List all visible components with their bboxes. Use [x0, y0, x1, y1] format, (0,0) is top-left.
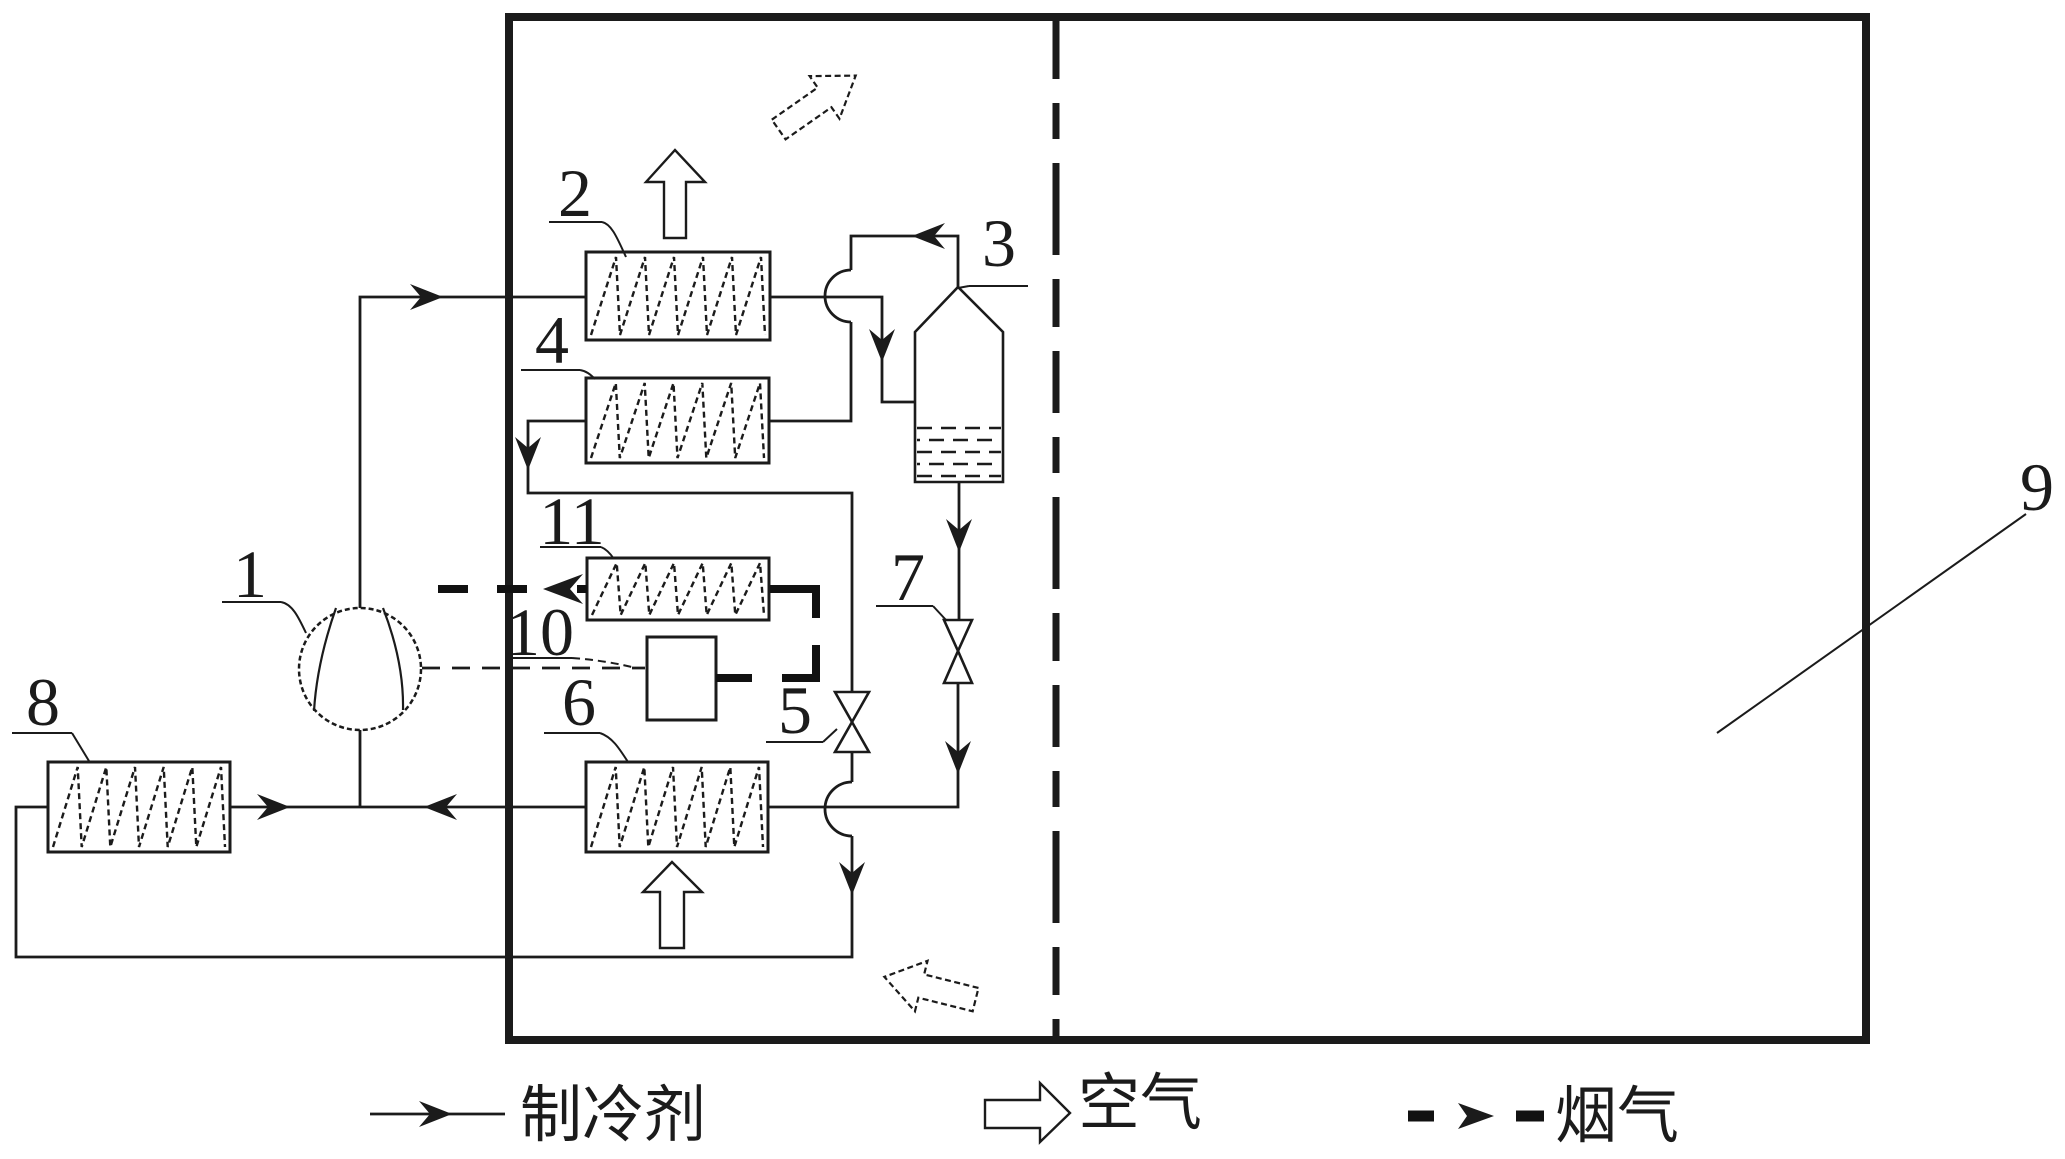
air-up-arrow-top	[643, 148, 708, 240]
flue-dash-riser	[782, 645, 820, 682]
label7-leader	[932, 605, 947, 621]
label6-leader	[599, 732, 629, 763]
legend: 制冷剂 空气 烟气	[370, 1070, 1679, 1151]
hx6-evaporator	[584, 760, 770, 854]
separator-vapor-line	[849, 234, 960, 288]
valve5-upper-triangle	[832, 690, 872, 725]
air-diagonal-arrow-bottom	[882, 959, 980, 1014]
hx4-coil-pattern	[589, 382, 766, 459]
label2-leader	[601, 221, 627, 258]
component-labels: 1 2 3 4 5 6 7 8 9 10 11	[12, 155, 2054, 763]
flow-arrow-hx6-out	[424, 794, 457, 820]
separator-liquid-level	[917, 426, 1001, 478]
flow-arrow-separator-top	[912, 223, 945, 249]
hx2-condenser	[584, 250, 772, 342]
air-up-arrow-bottom	[640, 860, 705, 950]
hx2-coil-pattern	[589, 256, 767, 336]
air-flow-arrows	[640, 74, 980, 1014]
label-evaporator: 6	[562, 664, 596, 740]
flue-gas-path	[438, 574, 820, 682]
line-hop-lower	[823, 780, 853, 838]
enclosure-box	[505, 13, 1870, 1044]
legend-refrigerant-arrowhead	[419, 1101, 452, 1127]
compressor-vane-left	[312, 607, 338, 712]
flow-arrow-discharge	[410, 284, 443, 310]
valve7-lower-triangle	[942, 647, 974, 685]
legend-flue-label: 烟气	[1555, 1083, 1679, 1151]
expansion-valve-5	[832, 690, 872, 754]
label-condenser: 2	[558, 155, 592, 231]
label4-leader	[579, 369, 596, 380]
compressor-symbol	[297, 606, 423, 732]
flow-arrow-liquid-down	[946, 519, 972, 552]
label8-leader	[71, 732, 90, 762]
label9-leader	[1716, 513, 2027, 734]
label-valve5: 5	[778, 672, 812, 748]
separator-outline	[913, 285, 1005, 484]
hx8-outdoor-hx	[46, 760, 232, 854]
label5-leader	[822, 728, 838, 743]
legend-flue-arrowhead	[1458, 1103, 1494, 1129]
air-diagonal-arrow-top-shape	[770, 74, 858, 141]
separator-vessel	[913, 285, 1005, 484]
valve7-upper-triangle	[941, 618, 975, 655]
label3-leader	[957, 285, 970, 289]
compressor-vane-right	[381, 607, 405, 711]
expansion-valve-7	[941, 618, 975, 685]
hx6-coil-pattern	[589, 766, 765, 848]
line-hop-upper	[823, 268, 852, 324]
compressor-circle	[297, 606, 423, 732]
label-separator: 3	[982, 205, 1016, 281]
legend-refrigerant-label: 制冷剂	[520, 1082, 706, 1150]
label11-leader	[600, 546, 615, 560]
flue-dash-hx11-inlet	[770, 585, 820, 618]
hx4-coil	[584, 376, 771, 465]
air-diagonal-arrow-top	[770, 74, 858, 141]
flow-arrow-return	[839, 862, 865, 895]
hx11-coil-pattern	[590, 558, 766, 620]
label-valve7: 7	[891, 539, 925, 615]
flow-arrow-hx4-out	[515, 437, 541, 470]
flow-arrow-to-hx6	[945, 741, 971, 774]
label1-leader	[280, 601, 307, 634]
discharge-line	[358, 295, 586, 608]
label-outdoor-hx: 8	[26, 664, 60, 740]
hx8-coil-pattern	[51, 766, 227, 848]
heat-exchangers	[46, 250, 772, 854]
valve5-lower-triangle	[832, 719, 872, 754]
flue-arrowhead-left	[543, 574, 583, 604]
engine-box	[645, 635, 718, 722]
valve7-to-hx6-line	[768, 683, 960, 809]
line-into-hx4	[770, 322, 853, 423]
flow-arrow-hx8-out	[257, 794, 290, 820]
refrigerant-circuit	[14, 223, 972, 959]
hx2-to-separator-line	[770, 295, 915, 404]
air-diagonal-arrow-bottom-shape	[882, 959, 980, 1014]
label-compressor: 1	[233, 536, 267, 612]
legend-air-label: 空气	[1078, 1070, 1202, 1138]
label10-leader	[571, 657, 637, 669]
return-line-to-hx8	[14, 805, 854, 959]
hx4-to-valve5-line	[526, 419, 854, 692]
label-middle-hx: 4	[535, 302, 569, 378]
flow-arrow-into-separator	[869, 329, 895, 362]
label-enclosure: 9	[2020, 449, 2054, 525]
legend-air-arrow	[983, 1080, 1072, 1145]
